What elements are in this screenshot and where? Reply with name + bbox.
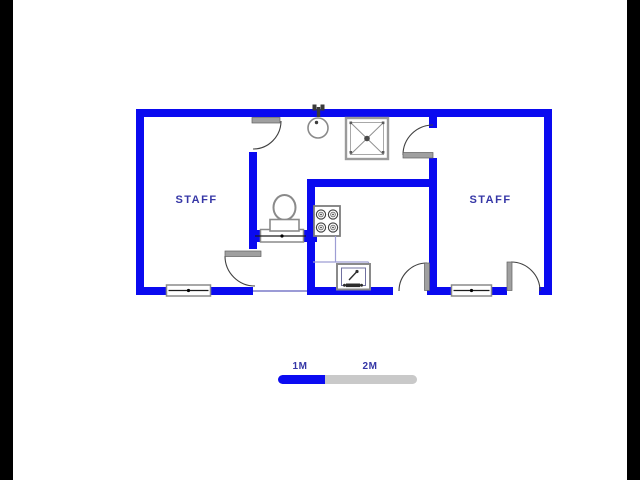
wall-cap-left [249,230,262,242]
window-symbol-internal [255,228,306,243]
counter-line [313,236,370,287]
wall-bottom-seg4 [427,287,452,295]
wall-interior-left [249,152,257,249]
entrance-threshold [253,290,307,292]
door-swing-arc [402,124,434,156]
door-swing-arc [398,262,428,292]
wall-bottom-seg3 [307,287,393,295]
room-label-staff-left: STAFF [175,194,218,206]
scale-bar-track [278,375,417,384]
stove-icon [313,205,341,237]
window-symbol-left [165,284,212,297]
window-symbol-right [450,284,493,297]
toilet-icon [269,194,300,232]
door-swing-arc [510,261,541,292]
scale-bar-blue-segment [278,375,325,384]
sink-icon [336,263,371,291]
door-leaf-staff-right [506,261,513,291]
wall-bottom-seg2 [211,287,253,295]
door-swing-arc [252,120,282,150]
wall-interior-right [429,158,437,295]
letterbox-right [627,0,640,480]
scale-label-1m: 1M [292,361,308,372]
wall-bottom-seg6 [539,287,552,295]
door-swing-arc [224,255,256,287]
room-label-staff-right: STAFF [469,194,512,206]
wall-interior-right-stub [429,117,437,128]
door-leaf-hall-left [224,250,262,257]
shower-icon [344,116,390,161]
wall-bottom-seg1 [136,287,167,295]
wall-outer-left [136,117,144,295]
wall-kitchen-top [307,179,437,187]
wall-outer-top [136,109,552,117]
wall-outer-right [544,117,552,295]
wall-cap-right [302,230,317,242]
wall-bottom-seg5 [492,287,507,295]
scale-label-2m: 2M [362,361,378,372]
letterbox-left [0,0,13,480]
door-leaf-bathroom-left [251,117,281,124]
